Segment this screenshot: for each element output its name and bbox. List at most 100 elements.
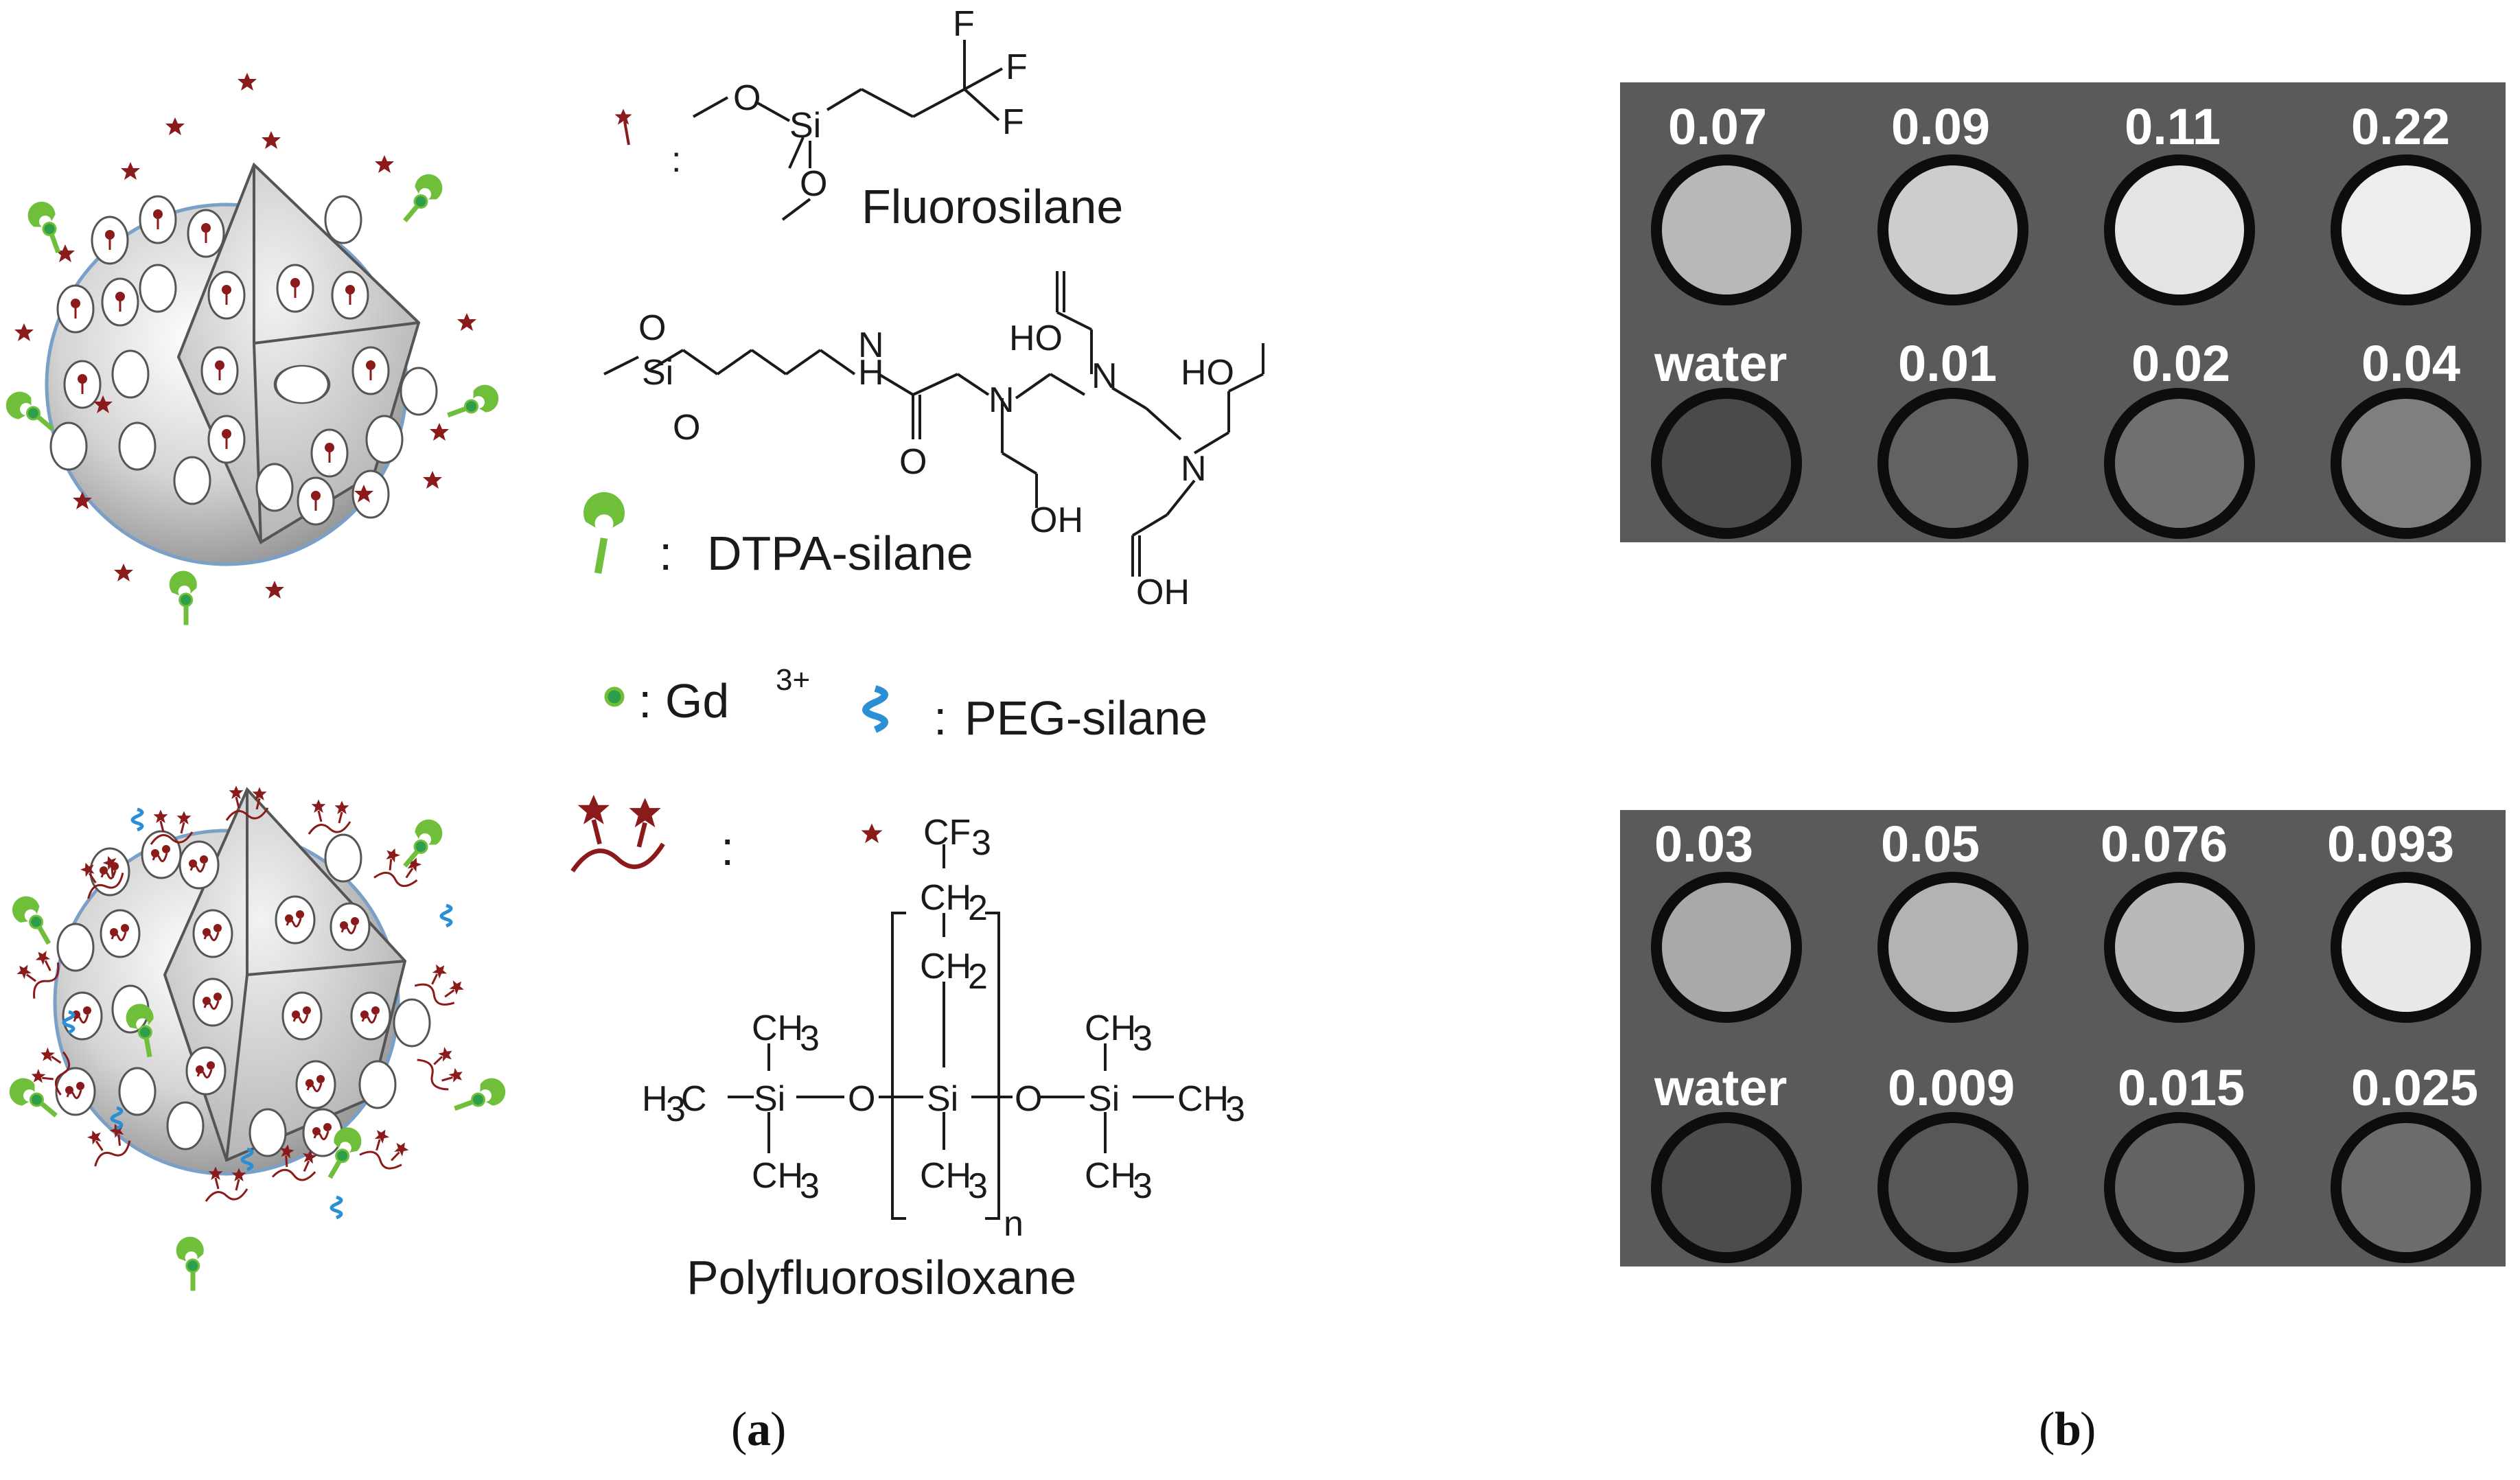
svg-text:CH: CH (1085, 1156, 1136, 1196)
svg-text:3: 3 (1133, 1166, 1153, 1206)
peg-label: PEG-silane (964, 691, 1207, 745)
svg-text:3: 3 (800, 1166, 820, 1206)
svg-text:CH: CH (752, 1156, 803, 1196)
mri-panel-top: 0.07 0.09 0.11 0.22 water 0.01 0.02 0.04 (1620, 82, 2506, 542)
repeat-n: n (1004, 1204, 1024, 1244)
phantom-well (2342, 883, 2471, 1012)
ch2-group-2: CH 2 (920, 947, 988, 997)
svg-text:): ) (2080, 1403, 2096, 1456)
svg-text:CH: CH (752, 1008, 803, 1048)
legend-fluorosilane: : O Si O F F F Fluorosilane (614, 4, 1123, 233)
mri-label: 0.093 (2327, 816, 2454, 872)
svg-text:CH: CH (1085, 1008, 1136, 1048)
svg-text:H: H (858, 353, 884, 393)
svg-text:): ) (770, 1403, 786, 1456)
svg-text:CF: CF (923, 813, 971, 853)
mri-label: 0.11 (2125, 98, 2221, 155)
legend-polyfluorosiloxane: : CF 3 CH 2 CH (573, 795, 1245, 1304)
svg-text:O: O (899, 442, 927, 482)
svg-text:HO: HO (1009, 319, 1063, 358)
mri-panel-bottom: 0.03 0.05 0.076 0.093 water 0.009 0.015 … (1620, 810, 2506, 1267)
svg-text:F: F (1006, 47, 1028, 87)
mri-label: 0.22 (2351, 98, 2450, 155)
svg-text:2: 2 (968, 888, 988, 928)
svg-text:(: ( (2039, 1403, 2055, 1456)
svg-text:a: a (747, 1403, 771, 1456)
svg-text:Si: Si (927, 1079, 958, 1119)
nanoparticle-polyfluorosiloxane (4, 786, 510, 1293)
mri-label: 0.015 (2118, 1059, 2245, 1116)
mri-label: 0.09 (1891, 98, 1990, 155)
ch3-right: CH 3 (1177, 1079, 1245, 1129)
svg-text:CH: CH (1177, 1079, 1229, 1119)
svg-text:CH: CH (920, 1156, 971, 1196)
mri-label: 0.02 (2131, 335, 2230, 392)
phantom-well (1662, 165, 1791, 294)
svg-text:(: ( (731, 1403, 747, 1456)
phantom-well (2342, 399, 2471, 528)
ch3-bottom-left: CH 3 (752, 1156, 820, 1206)
svg-text:H: H (642, 1079, 668, 1119)
svg-text:N: N (1181, 449, 1207, 489)
svg-text:3: 3 (800, 1019, 820, 1059)
fluorosilane-structure (693, 40, 1003, 221)
phantom-well (2115, 399, 2244, 528)
dtpa-label: DTPA-silane (707, 527, 973, 580)
phantom-well (1888, 399, 2018, 528)
phantom-well (1662, 883, 1791, 1012)
dtpa-structure (603, 271, 1264, 577)
phantom-well (2115, 883, 2244, 1012)
h3c-left: H 3 C (642, 1079, 707, 1129)
phantom-well (1662, 399, 1791, 528)
svg-text:HO: HO (1181, 353, 1234, 393)
caption-b: ( b ) (2039, 1403, 2096, 1456)
ch3-top-right: CH 3 (1085, 1008, 1153, 1059)
svg-text:3: 3 (971, 823, 991, 863)
svg-text:CH: CH (920, 878, 971, 918)
svg-text:F: F (1002, 102, 1024, 142)
svg-text:C: C (681, 1079, 707, 1119)
svg-text:N: N (989, 380, 1015, 420)
polysiloxane-structure (728, 844, 1174, 1220)
mri-label: 0.025 (2351, 1059, 2478, 1116)
svg-text:O: O (673, 408, 700, 448)
svg-text:3: 3 (1133, 1019, 1153, 1059)
phantom-well (2115, 165, 2244, 294)
svg-text:O: O (638, 308, 666, 348)
mri-label: 0.04 (2361, 335, 2460, 392)
svg-text:3: 3 (1225, 1089, 1245, 1129)
phantom-well (1888, 883, 2018, 1012)
mri-label: water (1654, 335, 1787, 392)
svg-text:O: O (1015, 1079, 1042, 1119)
gd-superscript: 3+ (776, 663, 810, 697)
fluorosilane-label: Fluorosilane (862, 180, 1123, 233)
gd-label: : Gd (638, 674, 729, 728)
legend-peg: : PEG-silane (866, 689, 1207, 745)
phantom-well (2115, 1123, 2244, 1252)
ch3-top-left: CH 3 (752, 1008, 820, 1059)
poly-colon: : (721, 822, 734, 875)
legend-colon: : (671, 140, 681, 180)
svg-text:Si: Si (754, 1079, 785, 1119)
svg-text:Si: Si (642, 353, 673, 393)
phantom-well (2342, 1123, 2471, 1252)
phantom-well (2342, 165, 2471, 294)
mri-label: 0.07 (1668, 98, 1767, 155)
polyfluorosiloxane-label: Polyfluorosiloxane (686, 1251, 1076, 1304)
svg-text:2: 2 (968, 957, 988, 997)
svg-text:OH: OH (1030, 500, 1083, 540)
svg-text:Si: Si (789, 106, 821, 146)
ch2-group-1: CH 2 (920, 878, 988, 928)
ch3-bottom-right: CH 3 (1085, 1156, 1153, 1206)
svg-text:N: N (1091, 356, 1118, 396)
peg-colon: : (934, 691, 947, 745)
ch3-bottom-mid: CH 3 (920, 1156, 988, 1206)
svg-text:O: O (800, 164, 827, 204)
mri-label: 0.009 (1888, 1059, 2015, 1116)
svg-text:O: O (733, 78, 761, 118)
svg-text:Si: Si (1088, 1079, 1120, 1119)
mri-label: 0.05 (1881, 816, 1980, 872)
dtpa-colon: : (659, 527, 672, 580)
nanoparticle-fluorosilane (1, 73, 503, 627)
